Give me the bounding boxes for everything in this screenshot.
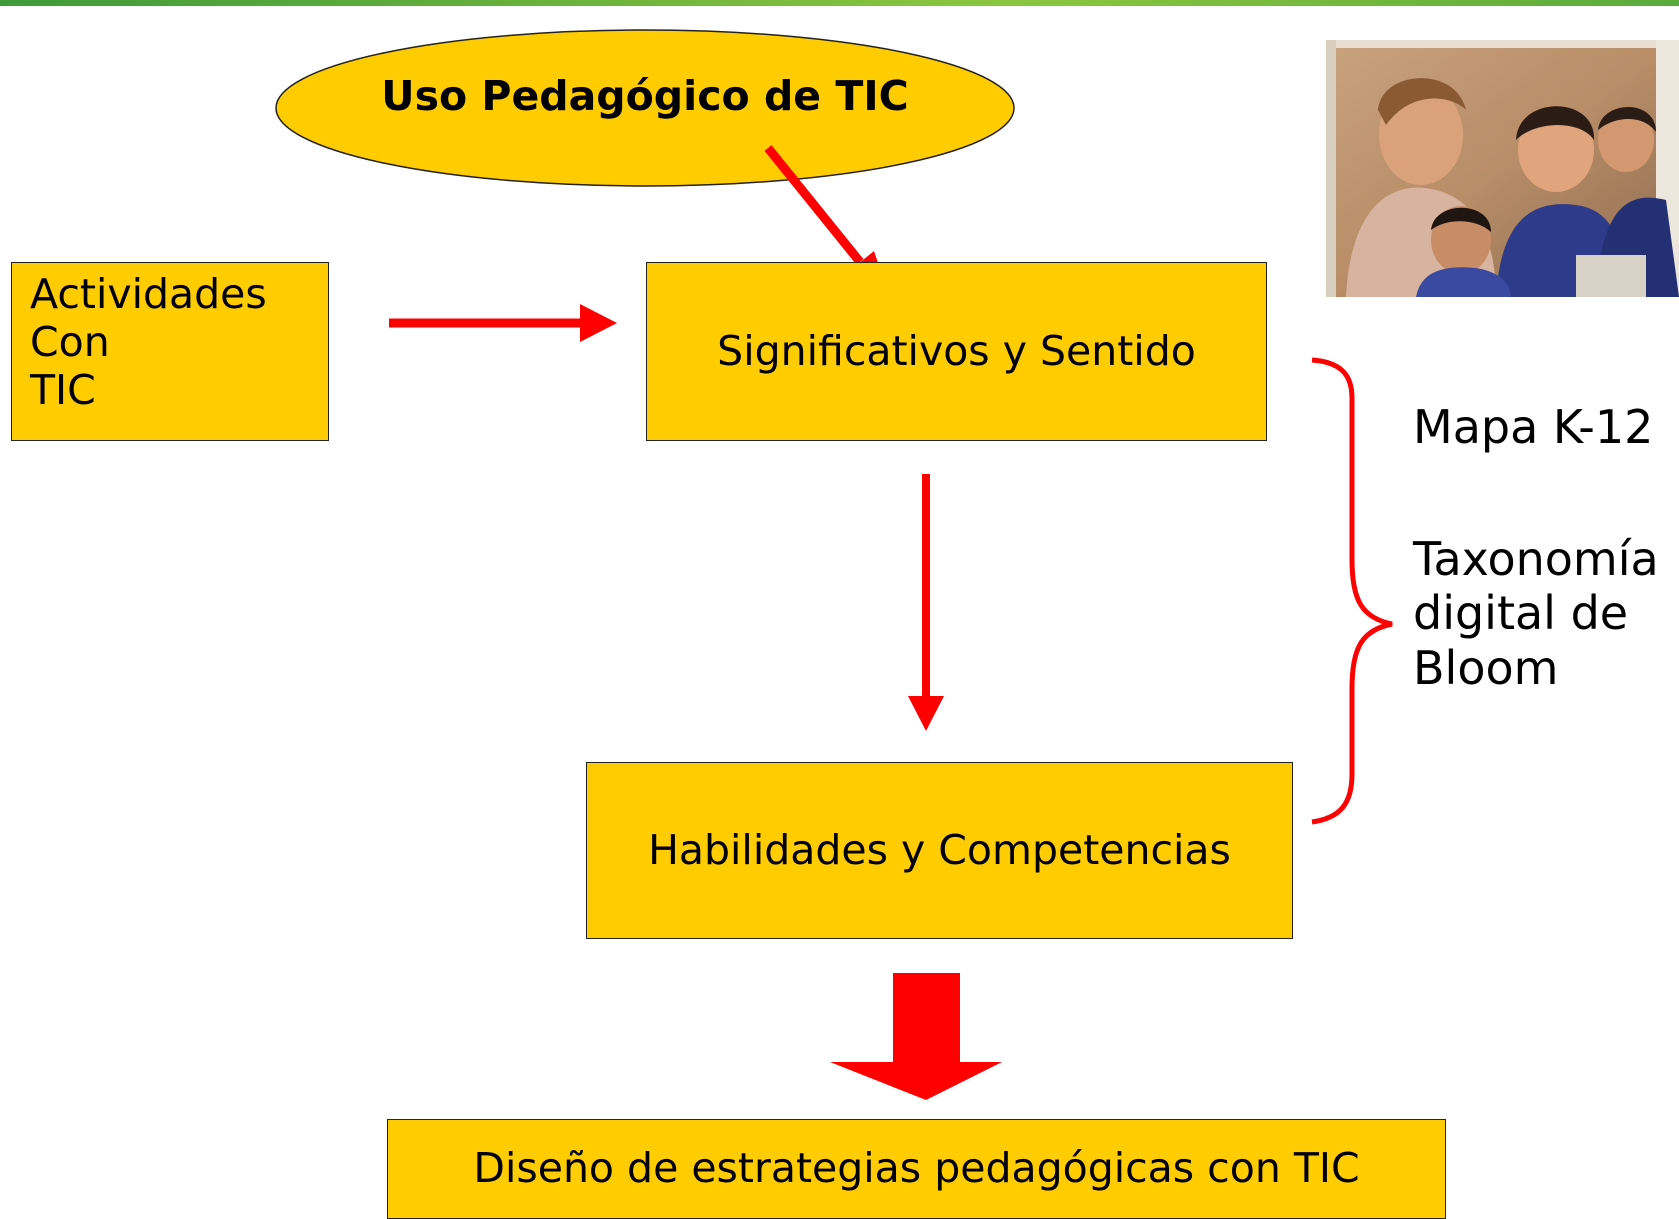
top-accent-bar bbox=[0, 0, 1679, 6]
taxonomia-line-1: Taxonomía bbox=[1413, 532, 1659, 586]
box-habilidades: Habilidades y Competencias bbox=[586, 762, 1293, 939]
curly-brace bbox=[1311, 357, 1393, 825]
box-significativos: Significativos y Sentido bbox=[646, 262, 1267, 441]
diseno-label: Diseño de estrategias pedagógicas con TI… bbox=[473, 1144, 1360, 1193]
taxonomia-line-3: Bloom bbox=[1413, 640, 1559, 695]
title-label: Uso Pedagógico de TIC bbox=[381, 72, 909, 120]
actividades-line-2: Con bbox=[30, 317, 110, 366]
habilidades-label: Habilidades y Competencias bbox=[648, 825, 1231, 874]
block-arrow-to-diseno bbox=[830, 973, 1002, 1100]
arrow-actividades-to-significativos bbox=[389, 304, 617, 342]
classroom-photo bbox=[1326, 40, 1679, 297]
taxonomia-label: Taxonomía digital de Bloom bbox=[1413, 532, 1659, 695]
arrow-significativos-to-habilidades bbox=[908, 474, 944, 731]
box-diseno: Diseño de estrategias pedagógicas con TI… bbox=[387, 1119, 1446, 1219]
taxonomia-line-2: digital de bbox=[1413, 586, 1629, 641]
mapa-k12-label: Mapa K-12 bbox=[1413, 400, 1654, 454]
box-actividades: Actividades Con TIC bbox=[11, 262, 329, 441]
actividades-line-1: Actividades bbox=[30, 270, 267, 318]
actividades-line-3: TIC bbox=[30, 365, 96, 414]
title-ellipse bbox=[275, 29, 1015, 187]
significativos-label: Significativos y Sentido bbox=[717, 326, 1196, 375]
